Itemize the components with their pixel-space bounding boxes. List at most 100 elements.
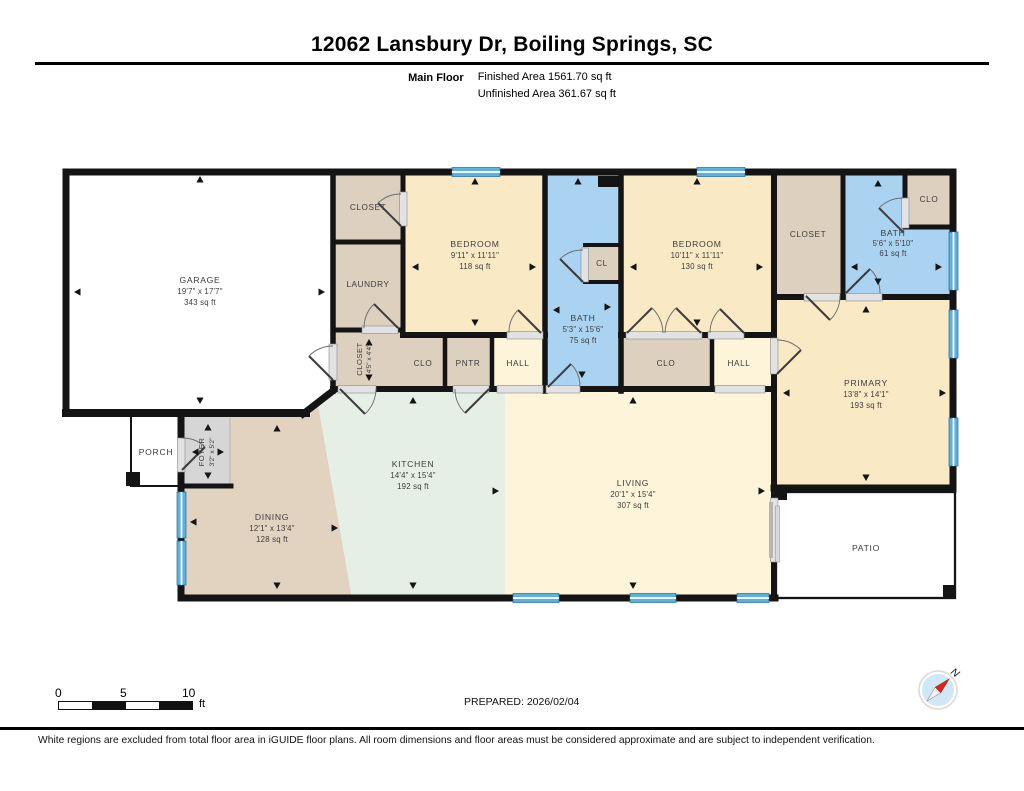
dimension-arrow — [693, 178, 701, 185]
kitchen-label: KITCHEN — [392, 459, 435, 469]
outdoor-outlines — [126, 415, 957, 600]
clo1-area — [403, 335, 445, 389]
window — [948, 231, 959, 291]
bedroom1-label: BEDROOM — [450, 239, 499, 249]
svg-text:343 sq ft: 343 sq ft — [184, 298, 216, 307]
scale-tick-0: 0 — [55, 686, 62, 700]
svg-text:128 sq ft: 128 sq ft — [256, 535, 288, 544]
dimension-arrow — [409, 397, 417, 404]
svg-text:20'1" x 15'4": 20'1" x 15'4" — [610, 490, 655, 499]
front-door — [181, 437, 206, 471]
primary-door — [776, 339, 802, 375]
bedroom2-door — [709, 308, 745, 334]
clo2-area — [621, 335, 712, 389]
primary-label: PRIMARY — [844, 378, 888, 388]
hall1-label: HALL — [507, 359, 530, 368]
dimension-arrow — [756, 263, 763, 271]
pntr-door — [454, 388, 490, 414]
dimension-arrow — [630, 263, 637, 271]
hall1-area — [492, 335, 545, 389]
window — [948, 417, 959, 467]
dimension-arrow — [365, 339, 373, 346]
closet-top-label: CLOSET — [350, 203, 386, 212]
dimension-arrow — [604, 303, 611, 311]
dimension-arrow — [874, 278, 882, 285]
svg-text:5'6" x 5'10": 5'6" x 5'10" — [873, 239, 914, 248]
dimension-arrow — [204, 472, 212, 479]
bedroom2-area — [621, 172, 774, 335]
cl-area — [585, 245, 621, 282]
dimension-arrow — [574, 178, 582, 185]
svg-text:9'11" x 11'11": 9'11" x 11'11" — [451, 251, 499, 260]
dimension-arrow — [758, 487, 765, 495]
svg-text:19'7" x 17'7": 19'7" x 17'7" — [177, 287, 222, 296]
window — [696, 167, 746, 177]
patio-post-tl — [776, 492, 787, 500]
porch-post — [126, 472, 140, 486]
window — [176, 491, 187, 539]
svg-text:192 sq ft: 192 sq ft — [397, 482, 429, 491]
cl-door — [559, 249, 584, 283]
garage-area — [66, 172, 333, 413]
svg-text:307 sq ft: 307 sq ft — [617, 501, 649, 510]
dimension-arrow — [629, 397, 637, 404]
dimension-arrow — [192, 448, 199, 456]
room-areas — [66, 172, 954, 598]
clo-bath-area — [905, 172, 953, 227]
compass: N — [918, 666, 962, 710]
foyer-label: FOYER — [197, 438, 206, 467]
closet-hall-door — [339, 388, 377, 415]
bedroom2-label: BEDROOM — [672, 239, 721, 249]
scale-tick-10: 10 — [182, 686, 196, 700]
svg-text:4'5" x 4'4": 4'5" x 4'4" — [366, 344, 373, 373]
dimension-arrow — [578, 371, 586, 378]
clo-bath-label: CLO — [920, 195, 939, 204]
porch-label: PORCH — [139, 447, 174, 457]
patio-outline — [774, 490, 957, 600]
area-summary: Finished Area 1561.70 sq ft Unfinished A… — [478, 71, 616, 105]
disclaimer-text: White regions are excluded from total fl… — [38, 735, 875, 746]
closet-top-door — [377, 193, 402, 227]
garage-label: GARAGE — [180, 275, 221, 285]
dimension-arrow — [851, 263, 858, 271]
prepared-date: PREPARED: 2026/02/04 — [464, 696, 580, 708]
svg-text:10'11" x 11'11": 10'11" x 11'11" — [671, 251, 724, 260]
svg-text:75 sq ft: 75 sq ft — [569, 336, 597, 345]
scale-unit: ft — [199, 698, 206, 710]
dimension-arrow — [862, 306, 870, 313]
living-area — [505, 391, 774, 598]
pntr-area — [445, 335, 492, 389]
floor-summary: Main Floor Finished Area 1561.70 sq ft U… — [0, 71, 1024, 105]
dimension-arrow — [331, 524, 338, 532]
dimension-arrow — [529, 263, 536, 271]
dimension-arrow — [365, 374, 373, 381]
svg-text:12'1" x 13'4": 12'1" x 13'4" — [249, 524, 294, 533]
dimension-arrow — [318, 288, 325, 296]
bedroom1-door — [508, 309, 542, 334]
dimension-arrow — [412, 263, 419, 271]
dining-label: DINING — [255, 512, 289, 522]
dimension-arrow — [190, 518, 197, 526]
patio-label: PATIO — [852, 543, 880, 553]
primary-area — [774, 297, 954, 488]
finished-area: Finished Area 1561.70 sq ft — [477, 71, 612, 83]
closet-primary-door — [805, 295, 841, 321]
clo2-door-right — [664, 307, 702, 334]
dimension-arrow — [553, 306, 560, 314]
dimension-arrow — [693, 319, 701, 326]
svg-text:193 sq ft: 193 sq ft — [850, 401, 882, 410]
closet-primary-area — [774, 172, 843, 295]
window — [176, 540, 187, 586]
dimension-arrow — [783, 389, 790, 397]
dimension-arrow — [939, 389, 946, 397]
closet-top-area — [333, 172, 403, 242]
svg-text:61 sq ft: 61 sq ft — [879, 249, 907, 258]
patio-post-br — [943, 585, 956, 598]
scale-tick-5: 5 — [120, 686, 127, 700]
closet-primary-label: CLOSET — [790, 230, 826, 239]
bath-center-label: BATH — [570, 313, 595, 323]
bath-wall-notch — [598, 176, 620, 187]
patio-slider — [769, 502, 773, 558]
scale-bar-segments — [58, 701, 193, 710]
